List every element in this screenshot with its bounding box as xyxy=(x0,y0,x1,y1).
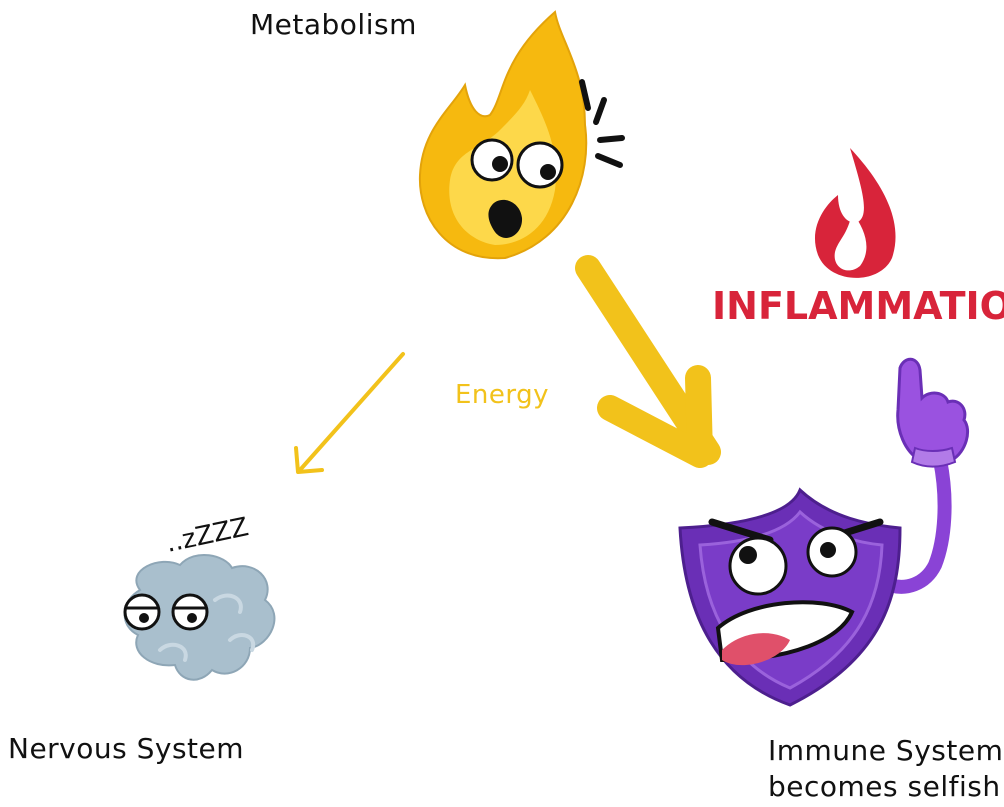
immune-line-1: Immune System xyxy=(768,734,1004,767)
pointing-hand-icon xyxy=(883,357,969,594)
flame-icon xyxy=(814,148,896,278)
energy-label: Energy xyxy=(455,380,550,410)
fire-character-icon xyxy=(418,10,625,260)
metabolism-label: Metabolism xyxy=(250,8,417,41)
shield-character-icon xyxy=(678,487,902,707)
energy-arrow-thin xyxy=(294,352,405,474)
energy-arrow-thick xyxy=(575,255,721,468)
nervous-system-label: Nervous System xyxy=(8,732,245,765)
brain-character-icon xyxy=(123,553,276,681)
inflammation-label: INFLAMMATION xyxy=(712,284,1004,328)
immune-system-label: Immune System becomes selfish xyxy=(768,733,1003,805)
immune-line-2: becomes selfish xyxy=(768,770,1001,803)
snore-text: ..zZZZ xyxy=(163,512,251,559)
